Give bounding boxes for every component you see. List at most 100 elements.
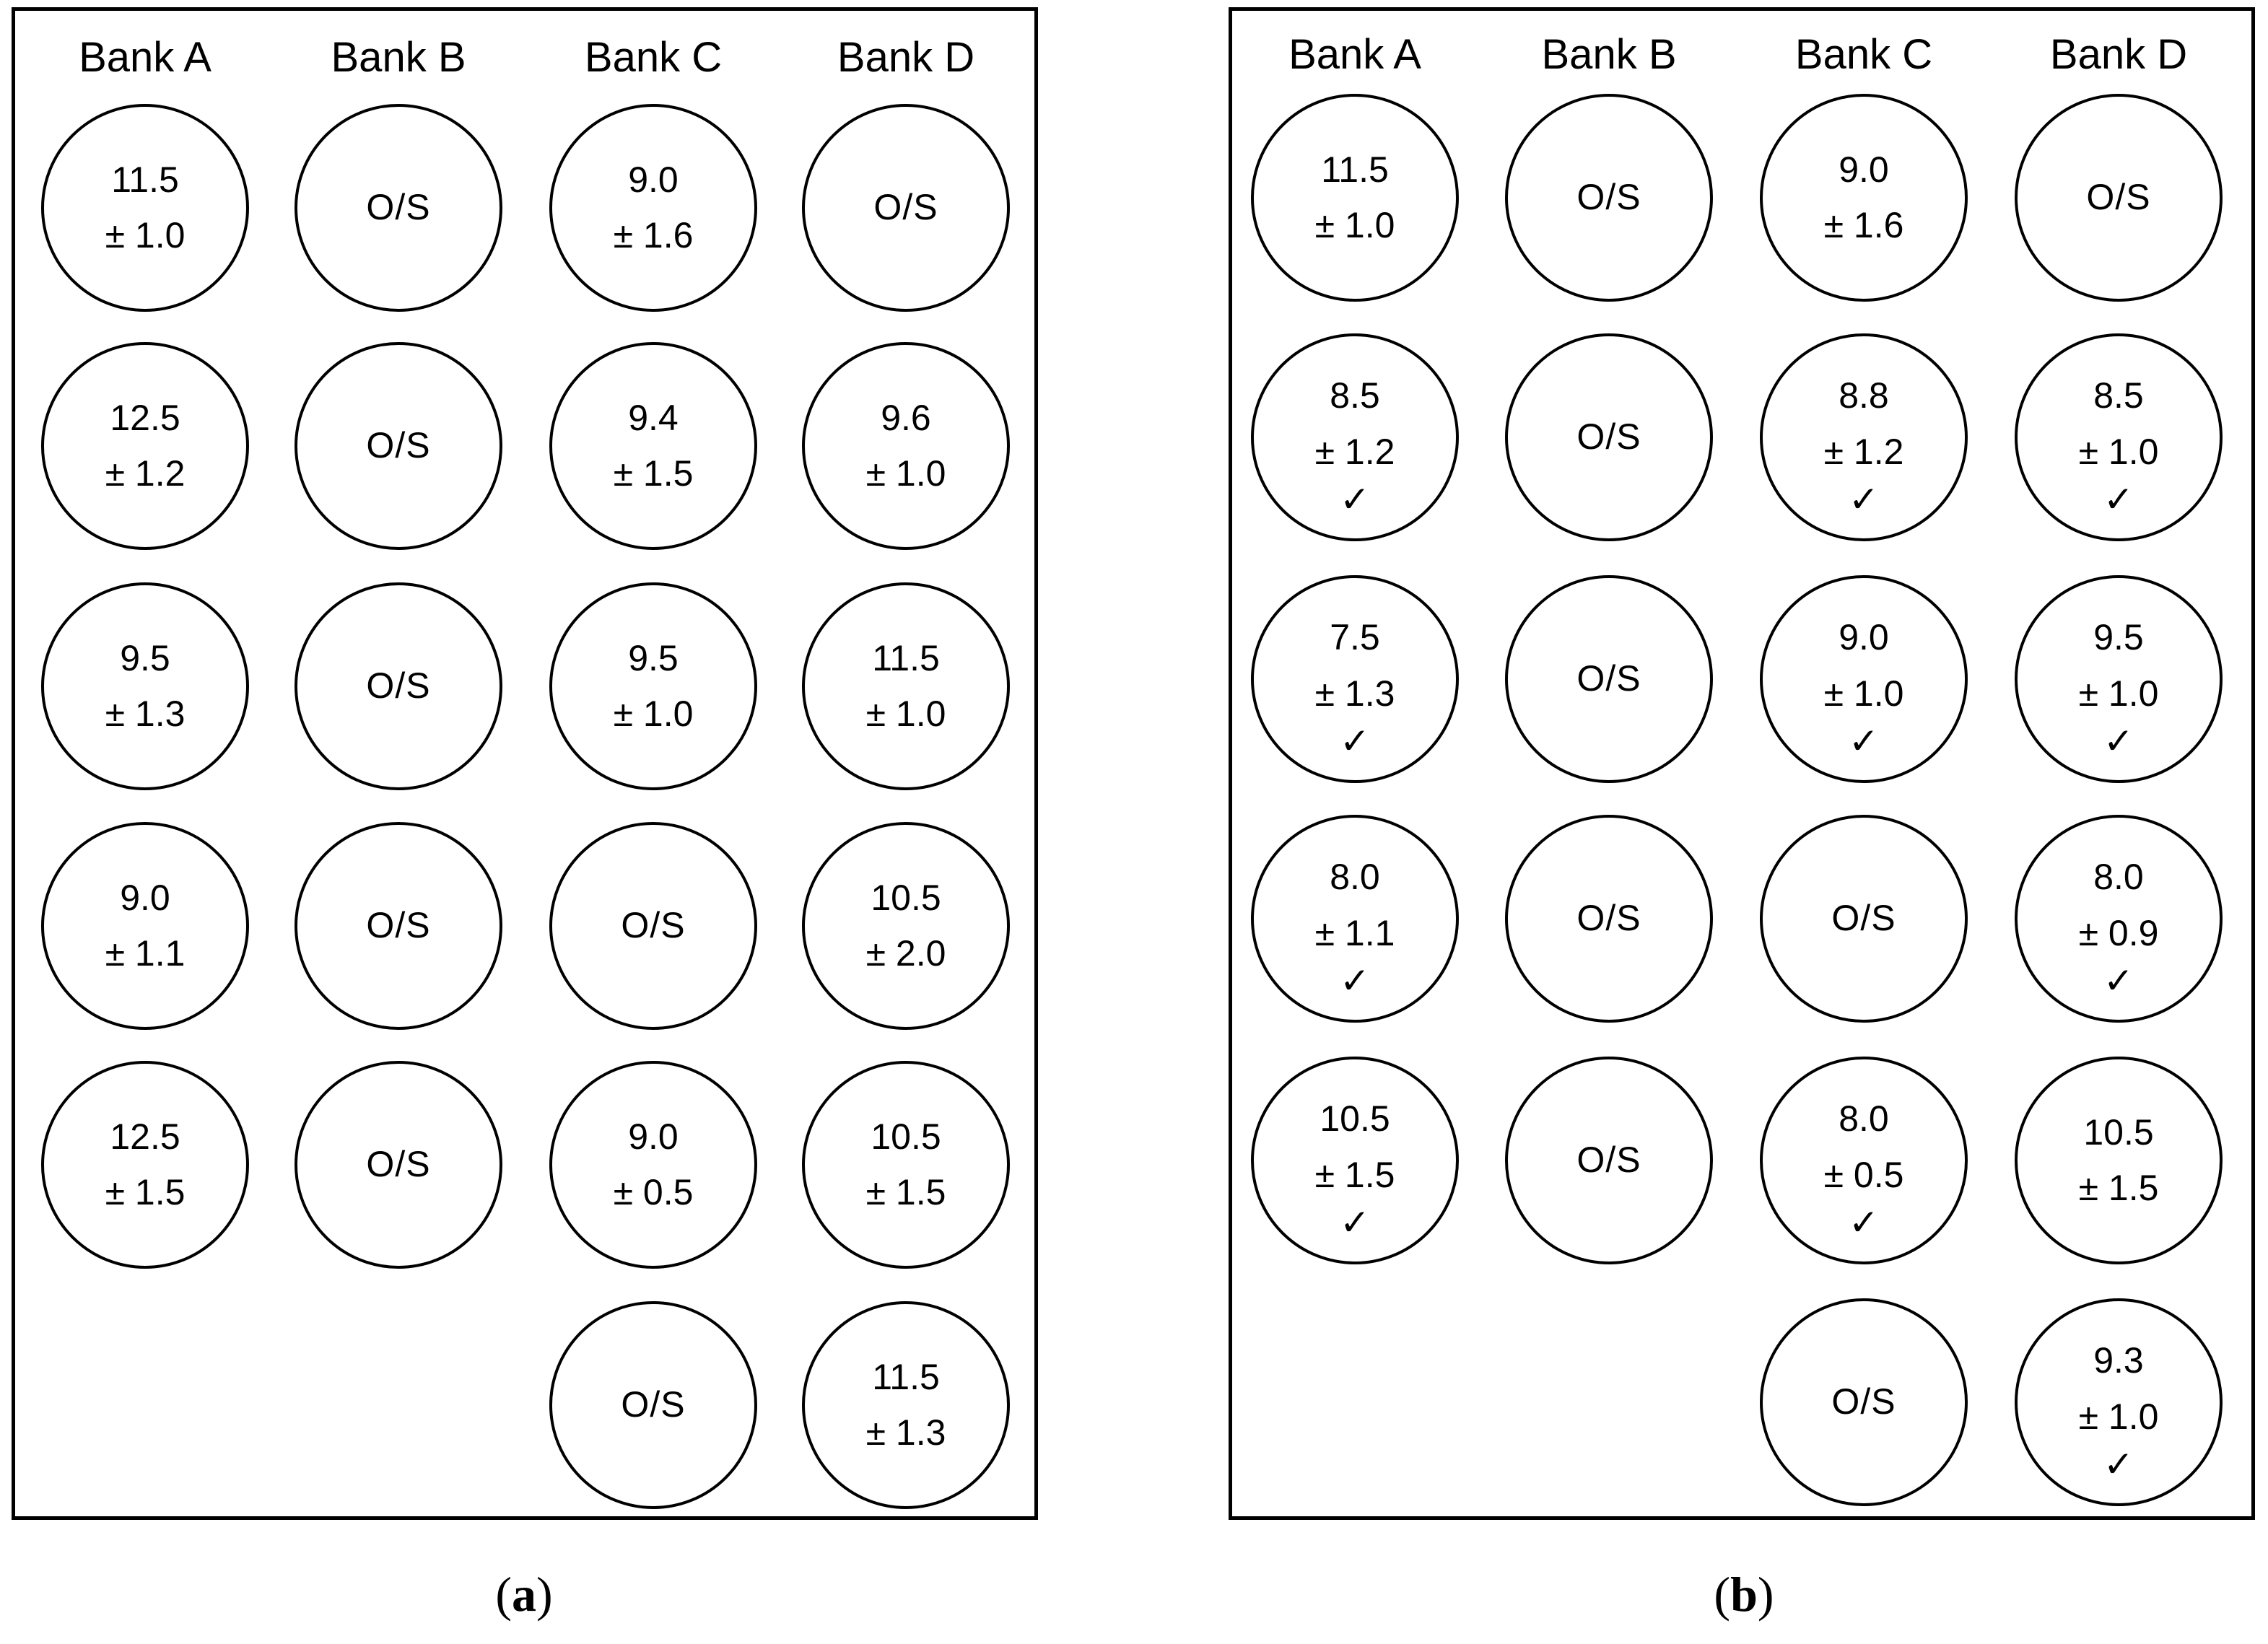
well-error: ± 1.0 [105,215,186,255]
well-value: 9.0 [628,159,679,200]
checkmark-icon: ✓ [1849,720,1879,762]
well-error: ± 1.5 [865,1172,946,1212]
well-error: ± 1.5 [613,453,694,494]
well-error: ± 0.9 [2078,912,2159,953]
well-circle: 11.5± 1.0 [1251,94,1459,302]
well-circle: 9.5± 1.3 [41,582,249,790]
well-error: ± 0.5 [1823,1154,1904,1195]
well-error: ± 1.0 [2078,1396,2159,1437]
well-value: 9.5 [2093,617,2144,657]
well-circle: 11.5 ± 1.0 [41,104,249,312]
column-header: Bank B [1541,31,1677,78]
checkmark-icon: ✓ [1340,960,1370,1002]
checkmark-icon: ✓ [2103,720,2134,762]
well-circle: 10.5± 2.0 [802,822,1010,1030]
checkmark-icon: ✓ [1340,720,1370,762]
well-error: ± 1.2 [1823,431,1904,472]
well-value: 8.8 [1839,375,1889,416]
column-header: Bank B [331,34,466,81]
column-header: Bank D [837,34,975,81]
well-circle: 9.0 ± 1.6 [549,104,757,312]
well-value: 11.5 [872,637,940,678]
well-value: 8.0 [2093,857,2144,897]
column-header: Bank C [1794,31,1933,78]
column-header: Bank D [2049,31,2188,78]
well-value: 9.0 [120,877,170,918]
well-value: 8.0 [1330,857,1380,897]
well-circle: O/S [2015,94,2223,302]
well-os-label: O/S [366,665,431,707]
caption-a-letter: a [512,1567,536,1622]
well-error: ± 1.0 [613,694,694,734]
well-value: 10.5 [1320,1098,1390,1139]
well-os-label: O/S [366,905,431,946]
well-error: ± 2.0 [865,933,946,974]
well-error: ± 1.2 [105,453,186,494]
well-value: 8.0 [1839,1098,1889,1139]
well-error: ± 1.2 [1314,431,1395,472]
well-circle: O/S [1505,815,1713,1023]
checkmark-icon: ✓ [1340,1202,1370,1243]
well-error: ± 1.0 [1823,673,1904,714]
well-value: 9.0 [1839,617,1889,657]
well-circle: 9.3± 1.0✓ [2015,1298,2223,1506]
well-circle: 10.5± 1.5 [2015,1057,2223,1264]
caption-b-letter: b [1730,1567,1758,1622]
well-circle: 9.5 ± 1.0 ✓ [2015,575,2223,783]
well-value: 9.6 [881,397,931,438]
well-circle: 8.0 ± 0.9 ✓ [2015,815,2223,1023]
well-os-label: O/S [2086,177,2151,218]
well-circle: 8.5± 1.2✓ [1251,333,1459,541]
well-circle: 9.0± 1.6 [1760,94,1968,302]
well-circle: 9.0 ± 1.0 ✓ [1760,575,1968,783]
well-circle: 9.5 ± 1.0 [549,582,757,790]
well-value: 12.5 [110,397,180,438]
well-os-label: O/S [621,905,686,946]
well-circle: O/S [1505,575,1713,783]
well-value: 9.0 [628,1116,679,1157]
well-os-label: O/S [366,1144,431,1185]
well-circle: 8.0± 1.1✓ [1251,815,1459,1023]
checkmark-icon: ✓ [2103,960,2134,1002]
well-os-label: O/S [1831,898,1896,939]
well-os-label: O/S [1576,898,1641,939]
well-circle: 9.4 ± 1.5 [549,342,757,550]
well-error: ± 1.6 [613,215,694,255]
well-circle: 8.8± 1.2✓ [1760,333,1968,541]
well-circle: O/S [295,1061,502,1269]
well-value: 9.3 [2093,1340,2144,1381]
well-os-label: O/S [1576,177,1641,218]
well-circle: O/S [549,822,757,1030]
well-circle: O/S [295,822,502,1030]
well-os-label: O/S [366,187,431,228]
well-circle: O/S [549,1301,757,1509]
well-error: ± 1.5 [105,1172,186,1212]
well-error: ± 1.3 [1314,673,1395,714]
well-circle: 9.0± 1.1 [41,822,249,1030]
well-os-label: O/S [1831,1381,1896,1422]
well-circle: 12.5± 1.5 [41,1061,249,1269]
column-header: Bank C [584,34,723,81]
well-error: ± 1.3 [105,694,186,734]
well-value: 10.5 [871,1116,941,1157]
well-circle: O/S [1760,815,1968,1023]
caption-a: (a) [495,1567,553,1622]
well-error: ± 1.5 [2078,1168,2159,1208]
well-value: 9.4 [628,397,679,438]
well-os-label: O/S [873,187,938,228]
well-value: 9.0 [1839,149,1889,190]
well-error: ± 1.3 [865,1412,946,1453]
column-header: Bank A [1288,31,1421,78]
well-circle: 8.0± 0.5✓ [1760,1057,1968,1264]
well-os-label: O/S [1576,1140,1641,1181]
well-error: ± 1.0 [2078,673,2159,714]
well-value: 9.5 [628,637,679,678]
well-error: ± 1.5 [1314,1154,1395,1195]
well-os-label: O/S [1576,658,1641,699]
well-circle: 7.5± 1.3✓ [1251,575,1459,783]
well-value: 8.5 [1330,375,1380,416]
well-circle: O/S [1505,1057,1713,1264]
well-value: 11.5 [111,159,179,200]
